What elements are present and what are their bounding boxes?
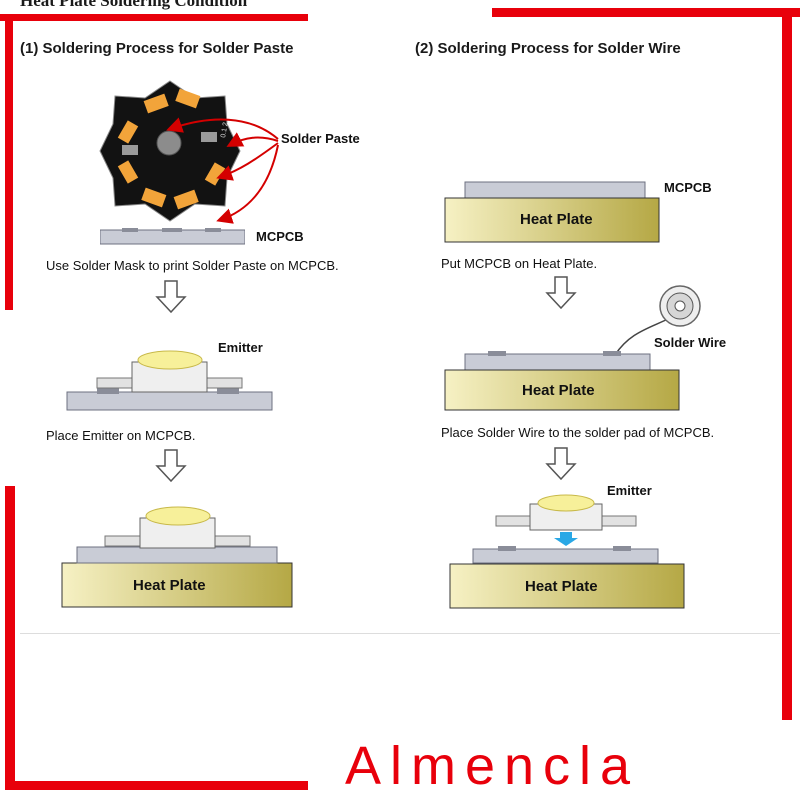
down-arrow-icon	[155, 280, 187, 314]
frame-top-left	[0, 14, 308, 21]
document-title: Heat Plate Soldering Condition	[20, 0, 248, 10]
emitter-mcpcb-on-heat-plate	[61, 506, 293, 608]
document-bottom-rule	[20, 633, 780, 634]
center-grey-pad-right	[201, 132, 217, 142]
mcpcb-pad	[97, 388, 119, 394]
caption-left-step1: Use Solder Mask to print Solder Paste on…	[46, 258, 339, 273]
arrow-to-right-pad	[226, 132, 279, 147]
brand-watermark: Almencla	[345, 736, 640, 796]
left-panel-title: (1) Soldering Process for Solder Paste	[20, 40, 294, 57]
mcpcb-pad	[217, 388, 239, 394]
mcpcb-side-view-left	[100, 228, 245, 245]
solder-paste-pad-left-lower	[117, 160, 139, 184]
down-arrow-icon	[545, 276, 577, 310]
emitter-lead-right	[209, 535, 251, 547]
mcpcb-pad	[122, 228, 138, 232]
mcpcb-pad	[613, 546, 631, 551]
emitter-lead-left	[96, 377, 138, 389]
emitter-lens	[137, 350, 203, 370]
caption-right-step1: Put MCPCB on Heat Plate.	[441, 256, 598, 271]
label-mcpcb-right: MCPCB	[664, 180, 712, 195]
arrow-to-lower-pad	[216, 142, 279, 181]
label-emitter-right: Emitter	[607, 483, 652, 498]
mcpcb-pad	[162, 228, 182, 232]
solder-paste-pad-bottom-right	[173, 189, 199, 210]
mcpcb-on-heat-plate-2	[444, 351, 680, 411]
mcpcb-body	[464, 181, 646, 199]
mcpcb-pad	[498, 546, 516, 551]
frame-top-right	[492, 8, 800, 17]
center-grey-pad-left	[122, 145, 138, 155]
mcpcb-body	[464, 353, 651, 371]
mcpcb-pad	[488, 351, 506, 356]
label-solder-wire: Solder Wire	[654, 335, 727, 350]
board-marking: 0.1 2	[220, 122, 230, 139]
spool-hub	[674, 300, 686, 312]
mcpcb-body	[76, 546, 278, 564]
label-heat-plate-right-3: Heat Plate	[525, 578, 598, 595]
emitter-lens	[537, 494, 595, 512]
mcpcb-body	[472, 548, 659, 564]
heat-plate-body	[449, 563, 685, 609]
solder-paste-pad-top-left	[143, 93, 169, 114]
mcpcb-pad	[603, 351, 621, 356]
label-heat-plate-right-1: Heat Plate	[520, 211, 593, 228]
solder-paste-pad-left-upper	[117, 120, 139, 144]
down-arrow-icon	[545, 447, 577, 481]
caption-right-step2: Place Solder Wire to the solder pad of M…	[441, 425, 715, 440]
label-emitter-left: Emitter	[218, 340, 263, 355]
solder-paste-pointer-arrows	[166, 117, 279, 224]
label-heat-plate-right-2: Heat Plate	[522, 382, 595, 399]
heat-plate-body	[61, 562, 293, 608]
solder-wire-spool	[614, 285, 701, 356]
down-arrow-icon	[155, 449, 187, 483]
placement-arrow-icon	[554, 532, 578, 546]
frame-left-lower	[5, 486, 15, 790]
mcpcb-body	[100, 229, 245, 245]
label-solder-paste: Solder Paste	[281, 131, 360, 146]
solder-paste-pad-top-right	[175, 88, 201, 109]
arrow-to-center	[166, 117, 279, 140]
heat-plate-body	[444, 369, 680, 411]
emitter-lead-right	[201, 377, 243, 389]
caption-left-step2: Place Emitter on MCPCB.	[46, 428, 196, 443]
mcpcb-pad	[205, 228, 221, 232]
label-heat-plate-left: Heat Plate	[133, 577, 206, 594]
frame-right	[782, 8, 792, 720]
right-panel-title: (2) Soldering Process for Solder Wire	[415, 40, 681, 57]
emitter-lowering-onto-mcpcb	[449, 494, 685, 609]
mcpcb-body	[66, 391, 273, 411]
arrow-to-mcpcb	[216, 144, 279, 224]
label-mcpcb-left: MCPCB	[256, 229, 304, 244]
mcpcb-on-heat-plate-1	[444, 181, 660, 243]
frame-bottom-left	[5, 781, 308, 790]
emitter-lens	[145, 506, 211, 526]
solder-wire-strand	[614, 317, 671, 356]
heat-plate-body	[444, 197, 660, 243]
emitter-on-mcpcb	[66, 350, 273, 411]
frame-left-upper	[5, 14, 13, 310]
emitter-lead-left	[104, 535, 146, 547]
solder-paste-pad-bottom-left	[141, 187, 167, 208]
star-mcpcb-board: 0.1 2	[99, 80, 241, 222]
